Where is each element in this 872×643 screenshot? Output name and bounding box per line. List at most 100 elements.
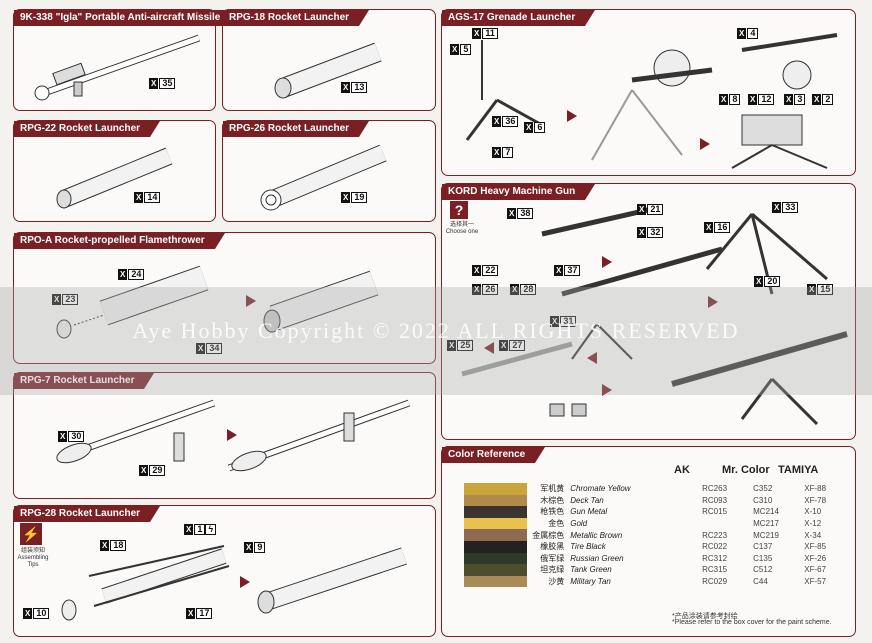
color-swatch [464,529,527,541]
color-swatch [464,494,527,507]
kord-drawing [461,206,848,426]
paint-note-cn: *产品涂装请参考封绘 [672,613,738,620]
ags17-drawing [465,33,838,169]
color-en: Military Tan [570,577,611,587]
color-tm: XF-78 [804,495,827,505]
lightning-icon: ϟ [205,524,217,535]
color-tm: XF-67 [804,565,827,575]
color-en: Tank Green [570,565,612,575]
rpg18-drawing [274,42,382,99]
panel-title: KORD Heavy Machine Gun [442,184,596,200]
step-arrow [602,384,612,396]
color-cn: 金色 [548,519,565,529]
color-ak [702,518,753,530]
color-ak: RC312 [702,553,728,563]
color-en: Gold [570,519,588,529]
color-mc: C310 [753,495,773,505]
step-arrow [700,138,710,150]
header-ak: AK [674,464,690,476]
choose-one-icon: ? [450,201,468,219]
color-en: Tire Black [570,542,606,552]
color-cn: 沙黄 [548,577,565,587]
color-en: Chromate Yellow [570,484,631,494]
color-cn: 木棕色 [540,495,565,505]
color-ak: RC263 [702,484,728,494]
panel-title: RPO-A Rocket-propelled Flamethrower [14,233,225,249]
color-ak: RC093 [702,495,728,505]
panel-title: RPG-7 Rocket Launcher [14,373,156,389]
color-cn: 军机黄 [540,484,565,494]
color-tm: X-12 [804,519,822,529]
color-mc: MC214 [753,507,779,517]
watermark-text: Aye Hobby Copyright © 2022 ALL RIGHTS RE… [132,318,740,343]
panel-title: RPG-18 Rocket Launcher [223,10,370,26]
step-arrow [240,576,250,588]
color-mc: C137 [753,542,773,552]
color-cn: 枪铁色 [540,507,565,517]
panel-title: Color Reference [442,447,546,463]
color-swatch [464,552,527,565]
panel-title: AGS-17 Grenade Launcher [442,10,596,26]
color-mc: C135 [753,553,773,563]
panel-igla: 9K-338 "Igla" Portable Anti-aircraft Mis… [13,9,241,111]
watermark-band [0,287,872,395]
rpg26-drawing [260,144,387,211]
color-en: Gun Metal [570,507,608,517]
panel-title: RPG-26 Rocket Launcher [223,121,370,137]
color-mc: C44 [753,577,768,587]
color-en: Russian Green [570,553,624,563]
panel-title: RPG-28 Rocket Launcher [14,506,161,522]
color-en: Deck Tan [570,495,604,505]
color-cn: 金属棕色 [532,530,565,540]
step-arrow [708,296,718,308]
color-tm: XF-26 [804,553,827,563]
color-swatch [464,483,527,495]
color-cn: 坦克绿 [540,565,565,575]
step-arrow [602,256,612,268]
color-swatch [464,564,527,576]
color-tm: XF-85 [804,542,827,552]
step-arrow [587,352,597,364]
color-swatch [464,517,527,530]
color-mc: MC219 [753,530,779,540]
